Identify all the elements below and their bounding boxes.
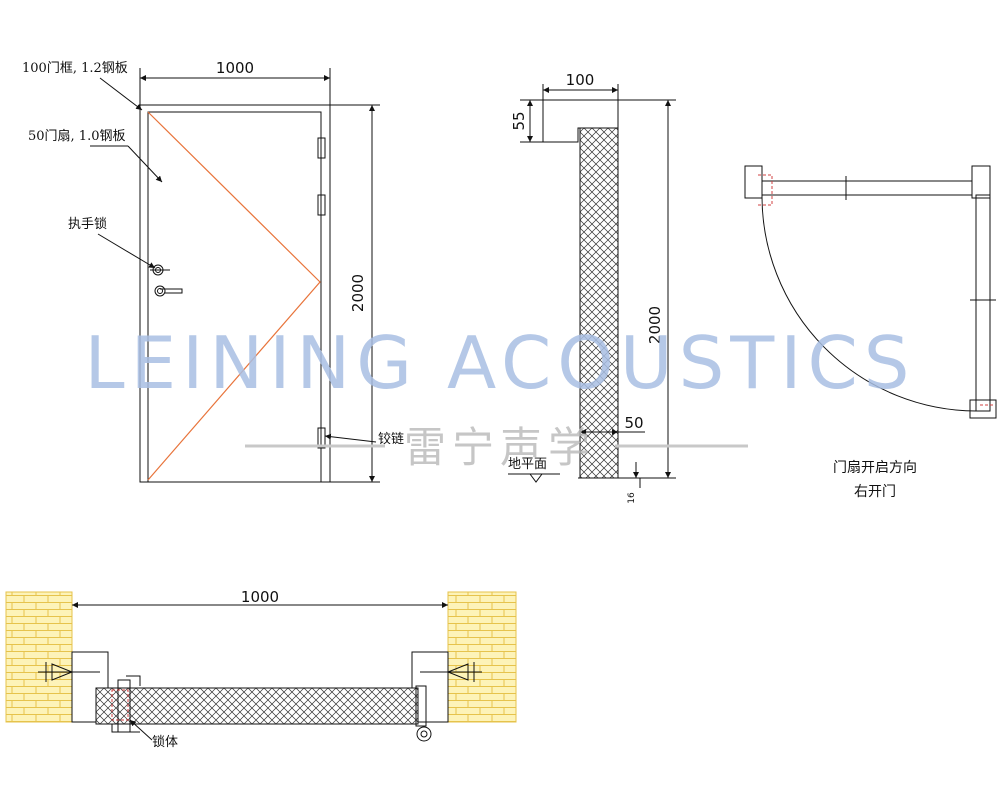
- plan-swing-arc: [761, 194, 977, 412]
- dim-leaf-text: 50: [624, 414, 643, 432]
- swing-direction-lines: [147, 111, 321, 481]
- plan-leaf-closed: [761, 180, 973, 196]
- dim-width-text: 1000: [216, 59, 254, 77]
- dim-height-text: 2000: [349, 274, 367, 312]
- bottom-leaf-core: [95, 687, 419, 725]
- watermark-english: LEINING ACOUSTICS: [85, 321, 916, 405]
- anchor-right: [420, 662, 482, 682]
- watermark: LEINING ACOUSTICS 雷宁声学: [85, 321, 916, 472]
- hinge-top: [317, 137, 326, 159]
- lever-lock: [150, 264, 183, 297]
- anchor-left: [38, 662, 100, 682]
- door-leaf: [147, 111, 322, 483]
- wall-left: [5, 591, 73, 723]
- dim-frame-width-text: 100: [566, 71, 595, 89]
- dim-bottom-width-text: 1000: [241, 588, 279, 606]
- label-lock: 执手锁: [68, 216, 107, 232]
- plan-caption-line1: 门扇开启方向: [833, 460, 917, 476]
- label-lock-body: 锁体: [152, 734, 178, 750]
- dim-frame-depth-text: 55: [510, 111, 528, 130]
- label-leaf: 50门扇, 1.0钢板: [28, 128, 125, 144]
- plan-leaf-open: [975, 194, 991, 412]
- plan-swing-view: 门扇开启方向 右开门: [744, 165, 997, 500]
- dim-gap-text: 16: [627, 492, 637, 504]
- front-elevation: 1000 2000 100门框, 1.2钢板 50门扇, 1.0钢板 执手锁 铰…: [22, 59, 404, 483]
- label-hinge: 铰链: [378, 432, 404, 447]
- plan-caption-line2: 右开门: [854, 484, 896, 500]
- hinge-middle: [317, 194, 326, 216]
- plan-frame-left: [744, 165, 763, 199]
- watermark-chinese: 雷宁声学: [404, 423, 596, 472]
- vertical-section: 100 55 2000 50 16 地平面: [508, 71, 676, 504]
- plan-frame-right: [971, 165, 991, 199]
- bottom-hinge-pin: [416, 726, 432, 742]
- label-frame: 100门框, 1.2钢板: [22, 61, 128, 76]
- dim-height-section-text: 2000: [646, 306, 664, 344]
- wall-right: [447, 591, 517, 723]
- horizontal-section: 1000 锁体: [5, 588, 517, 750]
- section-leaf-core: [579, 127, 619, 479]
- label-floor: 地平面: [508, 457, 547, 472]
